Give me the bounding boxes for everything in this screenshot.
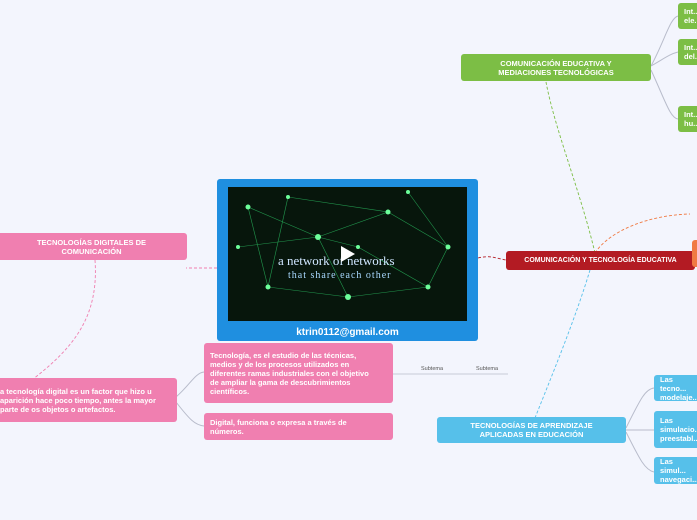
top-child-1[interactable]: Int... ele... — [678, 3, 697, 29]
bottom-child-1-label: Las tecno... modelaje... — [660, 375, 697, 401]
def-digital[interactable]: Digital, funciona o expresa a través de … — [204, 413, 393, 440]
central-topic-label: COMUNICACIÓN Y TECNOLOGÍA EDUCATIVA — [524, 257, 677, 264]
def-tecnologia[interactable]: Tecnología, es el estudio de las técnica… — [204, 343, 393, 403]
link-bottom-child3 — [625, 431, 655, 473]
top-child-2[interactable]: Int... del... — [678, 39, 697, 65]
video-embed[interactable]: a network of networks that share each ot… — [217, 179, 478, 341]
link-central-top — [545, 81, 596, 254]
bottom-child-2-label: Las simulacio... preestabl... — [660, 416, 697, 443]
topic-tecnologias-digitales[interactable]: TECNOLOGÍAS DIGITALES DE COMUNICACIÓN — [0, 233, 187, 260]
top-child-3-label: Int... hu... — [684, 110, 697, 128]
video-screen: a network of networks that share each ot… — [228, 187, 467, 321]
desc-tecnologia-digital[interactable]: a tecnología digital es un factor que hi… — [0, 378, 177, 422]
desc-tecnologia-digital-label: a tecnología digital es un factor que hi… — [0, 386, 156, 414]
top-child-2-label: Int... del... — [684, 43, 697, 61]
topic-comunicacion-educativa-label: COMUNICACIÓN EDUCATIVA Y MEDIACIONES TEC… — [498, 58, 614, 77]
top-child-1-label: Int... ele... — [684, 7, 697, 25]
topic-tecnologias-aprendizaje[interactable]: TECNOLOGÍAS DE APRENDIZAJE APLICADAS EN … — [437, 417, 626, 443]
video-title-line2: that share each other — [288, 270, 392, 281]
link-desc-digital — [175, 401, 205, 427]
link-central-orange — [594, 213, 691, 254]
link-bottom-child1 — [625, 387, 655, 429]
video-title-line1: a network of networks — [278, 253, 395, 268]
link-top-child1 — [650, 15, 679, 67]
play-icon[interactable] — [336, 243, 358, 265]
video-email: ktrin0112@gmail.com — [296, 327, 399, 338]
bottom-child-3-label: Las simul... navegaci... — [660, 457, 697, 484]
bottom-child-1[interactable]: Las tecno... modelaje... — [654, 375, 697, 401]
central-topic[interactable]: COMUNICACIÓN Y TECNOLOGÍA EDUCATIVA — [506, 251, 695, 270]
def-tecnologia-label: Tecnología, es el estudio de las técnica… — [210, 350, 369, 396]
topic-tecnologias-digitales-label: TECNOLOGÍAS DIGITALES DE COMUNICACIÓN — [36, 237, 147, 256]
topic-tecnologias-aprendizaje-label: TECNOLOGÍAS DE APRENDIZAJE APLICADAS EN … — [470, 421, 593, 439]
subtema-1[interactable]: Subtema — [421, 366, 444, 372]
bottom-child-3[interactable]: Las simul... navegaci... — [654, 457, 697, 484]
network-graphic — [236, 190, 451, 300]
top-child-3[interactable]: Int... hu... — [678, 106, 697, 132]
link-desc-tecnologia — [175, 371, 205, 398]
orange-branch-stub[interactable] — [692, 240, 697, 267]
link-central-bottom — [534, 269, 591, 419]
subtema-2[interactable]: Subtema — [476, 366, 499, 372]
topic-comunicacion-educativa[interactable]: COMUNICACIÓN EDUCATIVA Y MEDIACIONES TEC… — [461, 54, 651, 81]
bottom-child-2[interactable]: Las simulacio... preestabl... — [654, 411, 697, 448]
link-top-child2 — [650, 51, 679, 67]
def-digital-label: Digital, funciona o expresa a través de … — [210, 417, 347, 436]
link-top-child3 — [650, 69, 679, 120]
link-video-central — [477, 256, 507, 261]
